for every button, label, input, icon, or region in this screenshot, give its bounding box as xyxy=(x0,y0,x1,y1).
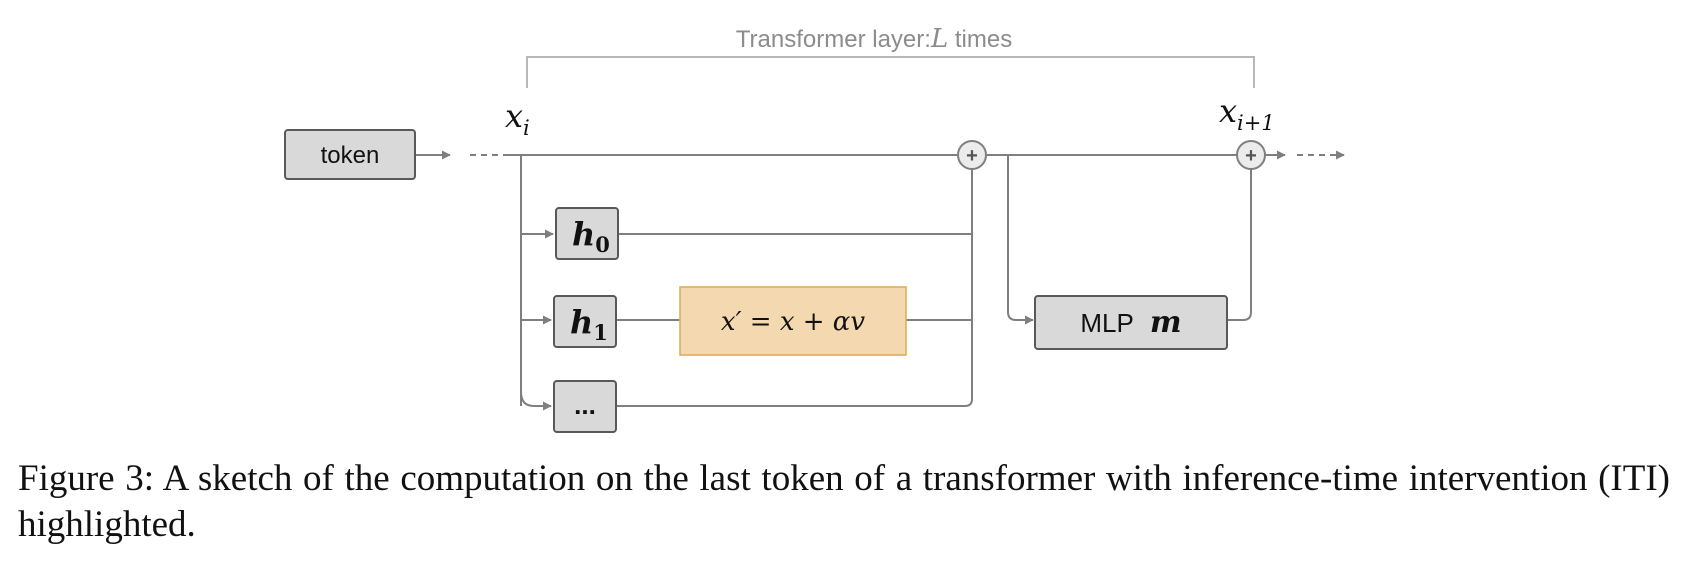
intervention-box: x′ = x + αv xyxy=(679,286,907,356)
bracket-label-var: L xyxy=(930,24,948,54)
input-label: xi xyxy=(505,97,530,140)
head-0-box: h0 xyxy=(555,207,619,260)
svg-text:+: + xyxy=(966,145,978,167)
svg-text:+: + xyxy=(1245,145,1257,167)
add-node-mlp: + xyxy=(1236,140,1266,170)
add-node-attention: + xyxy=(957,140,987,170)
svg-text:h0: h0 xyxy=(572,215,610,257)
layer-bracket: Transformer layer:L times xyxy=(526,24,1255,88)
residual-stream xyxy=(416,150,1345,411)
svg-text:h1: h1 xyxy=(570,303,608,345)
token-label: token xyxy=(321,142,380,169)
output-label: xi+1 xyxy=(1219,92,1275,135)
transformer-iti-diagram: Transformer layer:L times xi xi+1 token xyxy=(284,24,1345,433)
head-1-box: h1 xyxy=(553,295,617,348)
head-more-box: ... xyxy=(553,380,617,433)
svg-text:...: ... xyxy=(574,390,596,420)
figure-caption: Figure 3: A sketch of the computation on… xyxy=(18,458,1670,545)
intervention-formula: x′ = x + αv xyxy=(721,307,865,337)
token-box: token xyxy=(284,129,416,180)
bracket-label: Transformer layer:L times xyxy=(736,24,1012,54)
